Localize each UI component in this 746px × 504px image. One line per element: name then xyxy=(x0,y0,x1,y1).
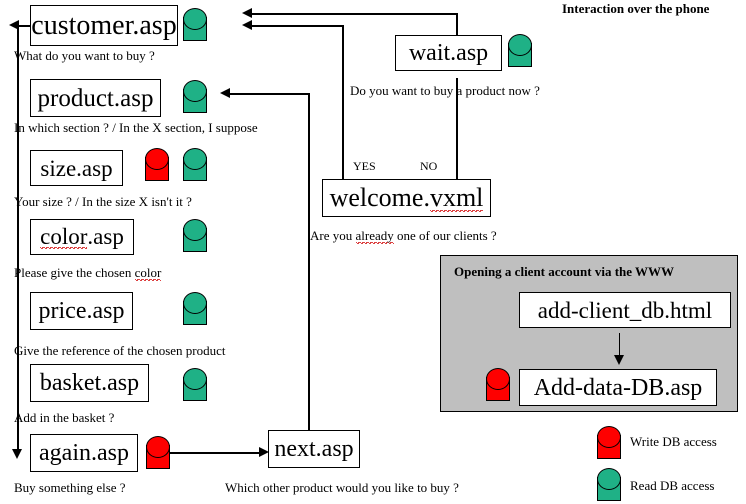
arrowhead-next-to-product xyxy=(220,88,230,98)
caption-color-pre: Please give the chosen xyxy=(14,265,135,280)
db-icon-head xyxy=(183,80,207,102)
connector-again-to-next xyxy=(163,452,261,454)
db-icon-head xyxy=(183,148,207,170)
db-icon-head xyxy=(145,148,169,170)
connector-wait-to-customer-h xyxy=(250,13,458,15)
node-wait-asp-label: wait.asp xyxy=(408,40,489,66)
branch-label-no: NO xyxy=(420,159,438,173)
db-read-icon-price xyxy=(183,292,207,325)
node-add-client-db-html[interactable]: add-client_db.html xyxy=(519,292,731,328)
legend-write-icon xyxy=(597,426,621,459)
node-welcome-vxml[interactable]: welcome.vxml xyxy=(322,179,491,217)
db-read-icon-size xyxy=(183,148,207,181)
caption-product-asp: In which section ? / In the X section, I… xyxy=(14,120,258,135)
node-again-asp-label: again.asp xyxy=(39,440,129,466)
arrowhead-loop-to-again xyxy=(12,449,22,459)
caption-welcome-pre: Are you xyxy=(310,228,356,243)
caption-customer-asp: What do you want to buy ? xyxy=(14,48,155,63)
www-panel: Opening a client account via the WWW add… xyxy=(440,255,738,412)
connector-add-client-to-add-data xyxy=(619,333,620,359)
caption-welcome-post: one of our clients ? xyxy=(393,228,497,243)
connector-next-to-product-h xyxy=(228,93,310,95)
connector-next-to-product-v xyxy=(308,93,310,430)
caption-price-asp: Give the reference of the chosen product xyxy=(14,343,226,358)
db-icon-head xyxy=(183,292,207,314)
node-size-asp-label: size.asp xyxy=(40,155,113,181)
db-icon-head xyxy=(183,368,207,390)
node-product-asp-label: product.asp xyxy=(37,84,154,112)
connector-yes-to-customer-h xyxy=(250,25,343,27)
node-next-asp[interactable]: next.asp xyxy=(268,430,360,468)
node-price-asp-label: price.asp xyxy=(38,298,125,324)
connector-customer-return-h xyxy=(17,25,40,27)
node-add-data-db-asp[interactable]: Add-data-DB.asp xyxy=(519,369,717,406)
node-basket-asp-label: basket.asp xyxy=(39,370,140,396)
connector-loop-vertical xyxy=(17,25,19,453)
caption-welcome-vxml: Are you already one of our clients ? xyxy=(310,228,497,244)
caption-welcome-word: already xyxy=(355,228,394,244)
node-basket-asp[interactable]: basket.asp xyxy=(30,364,149,402)
www-panel-title: Opening a client account via the WWW xyxy=(454,264,675,279)
db-icon-head xyxy=(597,426,621,448)
arrowhead-customer-return xyxy=(9,20,19,30)
caption-next-asp: Which other product would you like to bu… xyxy=(225,480,459,495)
db-icon-head xyxy=(597,468,621,490)
node-wait-asp[interactable]: wait.asp xyxy=(395,35,502,71)
node-product-asp[interactable]: product.asp xyxy=(30,79,161,117)
node-add-client-db-html-label: add-client_db.html xyxy=(537,297,713,323)
node-color-asp-label-word: color xyxy=(40,224,88,249)
db-icon-head xyxy=(183,8,207,30)
node-size-asp[interactable]: size.asp xyxy=(30,150,123,186)
db-write-icon-size xyxy=(145,148,169,181)
db-read-icon-customer xyxy=(183,8,207,41)
caption-size-asp: Your size ? / In the size X isn't it ? xyxy=(14,194,192,209)
db-read-icon-basket xyxy=(183,368,207,401)
legend-read-label: Read DB access xyxy=(630,478,715,493)
caption-again-asp: Buy something else ? xyxy=(14,480,126,495)
caption-color-asp: Please give the chosen color xyxy=(14,265,162,281)
connector-wait-to-customer-v xyxy=(456,13,458,35)
db-write-icon-again xyxy=(146,436,170,469)
db-read-icon-product xyxy=(183,80,207,113)
db-icon-head xyxy=(508,34,532,56)
db-icon-head xyxy=(146,436,170,458)
node-welcome-vxml-label-plain: welcome. xyxy=(329,182,430,212)
node-color-asp[interactable]: color.asp xyxy=(30,219,134,255)
db-icon-head xyxy=(486,368,510,390)
legend-read-icon xyxy=(597,468,621,501)
caption-color-word: color xyxy=(134,265,162,281)
arrowhead-again-to-next xyxy=(259,447,269,457)
connector-yes-branch-v xyxy=(342,25,344,180)
diagram-title-note: Interaction over the phone xyxy=(562,1,710,16)
node-again-asp[interactable]: again.asp xyxy=(30,434,138,472)
node-price-asp[interactable]: price.asp xyxy=(30,292,133,330)
node-add-data-db-asp-label: Add-data-DB.asp xyxy=(533,374,703,401)
node-welcome-vxml-label-suffix: vxml xyxy=(429,182,484,212)
branch-label-yes: YES xyxy=(353,159,376,173)
connector-no-branch-v xyxy=(456,78,458,180)
caption-basket-asp: Add in the basket ? xyxy=(14,410,115,425)
db-icon-head xyxy=(183,219,207,241)
node-next-asp-label: next.asp xyxy=(274,436,354,462)
legend-write-label: Write DB access xyxy=(630,434,717,449)
node-color-asp-label: color.asp xyxy=(40,225,124,249)
arrowhead-yes-to-customer xyxy=(242,20,252,30)
node-welcome-vxml-label: welcome.vxml xyxy=(329,182,484,212)
node-customer-asp[interactable]: customer.asp xyxy=(30,5,178,46)
db-read-icon-color xyxy=(183,219,207,252)
node-color-asp-label-suffix: .asp xyxy=(87,224,124,249)
caption-wait-asp: Do you want to buy a product now ? xyxy=(350,83,540,98)
node-customer-asp-label: customer.asp xyxy=(31,9,177,41)
arrowhead-wait-to-customer xyxy=(242,8,252,18)
db-write-icon-add-data xyxy=(486,368,510,401)
db-read-icon-wait xyxy=(508,34,532,67)
arrowhead-add-client-to-add-data xyxy=(614,355,624,365)
